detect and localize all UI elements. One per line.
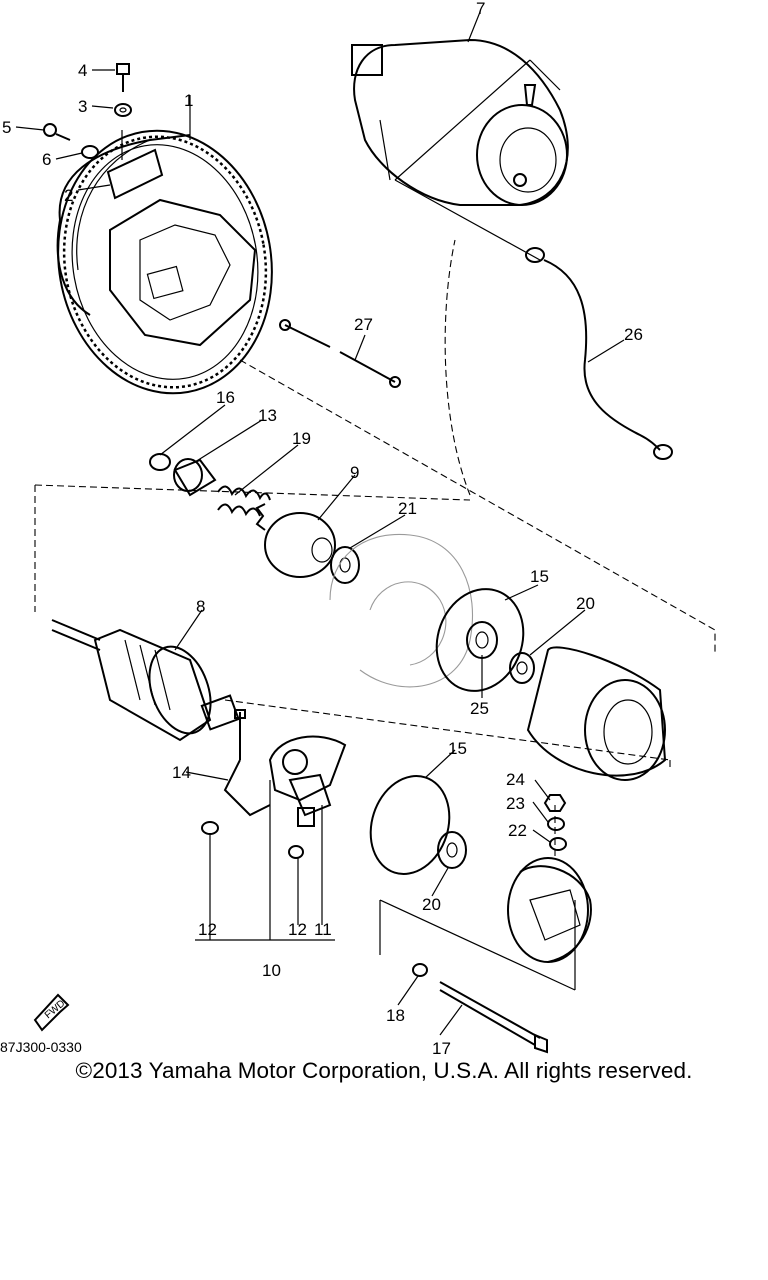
part-label-4: 4 bbox=[78, 61, 87, 80]
copyright-notice: ©2013 Yamaha Motor Corporation, U.S.A. A… bbox=[75, 1058, 693, 1083]
part-label-14: 14 bbox=[172, 763, 191, 782]
washer-thrust bbox=[330, 546, 360, 584]
part-label-26: 26 bbox=[624, 325, 643, 344]
drawing-code: 87J300-0330 bbox=[0, 1039, 82, 1055]
brush-lead bbox=[223, 709, 271, 817]
leader-lines bbox=[15, 11, 625, 1036]
part-label-3: 3 bbox=[78, 97, 87, 116]
part-label-20-rear: 20 bbox=[422, 895, 441, 914]
armature bbox=[51, 619, 240, 742]
through-bolt bbox=[439, 981, 548, 1054]
nut-left bbox=[201, 821, 219, 835]
washer-23 bbox=[547, 817, 565, 831]
brush-holder bbox=[268, 735, 347, 827]
part-label-18: 18 bbox=[386, 1006, 405, 1025]
screw bbox=[43, 123, 71, 141]
part-label-10: 10 bbox=[262, 961, 281, 980]
part-label-17: 17 bbox=[432, 1039, 451, 1058]
washer-22 bbox=[549, 837, 567, 851]
part-label-5: 5 bbox=[2, 118, 11, 137]
part-label-1: 1 bbox=[184, 91, 193, 110]
part-label-8: 8 bbox=[196, 597, 205, 616]
part-label-22: 22 bbox=[508, 821, 527, 840]
rear-cover bbox=[507, 857, 592, 963]
circlip bbox=[149, 453, 171, 471]
part-labels: 1 2 3 4 5 6 7 8 9 10 11 12 12 13 14 15 1… bbox=[0, 0, 643, 1058]
collar bbox=[173, 458, 217, 497]
starter-ring-gear bbox=[56, 129, 273, 395]
yoke bbox=[526, 646, 667, 781]
clutch-pinion bbox=[255, 503, 336, 578]
washer-front bbox=[509, 652, 535, 684]
bracket bbox=[106, 130, 164, 200]
part-label-9: 9 bbox=[350, 463, 359, 482]
washer-plate bbox=[466, 621, 498, 659]
starting-motor-assembly bbox=[351, 38, 569, 206]
spring bbox=[217, 485, 271, 517]
part-label-12-right: 12 bbox=[288, 920, 307, 939]
nut-right bbox=[288, 845, 304, 859]
lead-wire bbox=[525, 247, 673, 460]
part-label-6: 6 bbox=[42, 150, 51, 169]
fwd-arrow-icon: FWD bbox=[33, 993, 70, 1032]
part-label-12-left: 12 bbox=[198, 920, 217, 939]
part-label-27: 27 bbox=[354, 315, 373, 334]
part-label-24: 24 bbox=[506, 770, 525, 789]
o-ring-front bbox=[435, 588, 525, 692]
part-label-21: 21 bbox=[398, 499, 417, 518]
part-label-15-front: 15 bbox=[530, 567, 549, 586]
part-label-20-front: 20 bbox=[576, 594, 595, 613]
front-cover bbox=[329, 533, 474, 688]
bolt bbox=[116, 63, 130, 92]
o-ring-small bbox=[412, 963, 428, 977]
part-label-25: 25 bbox=[470, 699, 489, 718]
part-label-16: 16 bbox=[216, 388, 235, 407]
rod bbox=[279, 319, 401, 388]
part-label-15-rear: 15 bbox=[448, 739, 467, 758]
part-label-23: 23 bbox=[506, 794, 525, 813]
nut-24 bbox=[543, 794, 567, 812]
lock-washer bbox=[81, 145, 99, 159]
part-label-13: 13 bbox=[258, 406, 277, 425]
washer-rear bbox=[437, 831, 467, 869]
part-label-11: 11 bbox=[314, 920, 332, 939]
washer bbox=[114, 103, 132, 117]
part-label-19: 19 bbox=[292, 429, 311, 448]
part-label-7: 7 bbox=[476, 0, 485, 18]
part-label-2: 2 bbox=[64, 186, 73, 205]
